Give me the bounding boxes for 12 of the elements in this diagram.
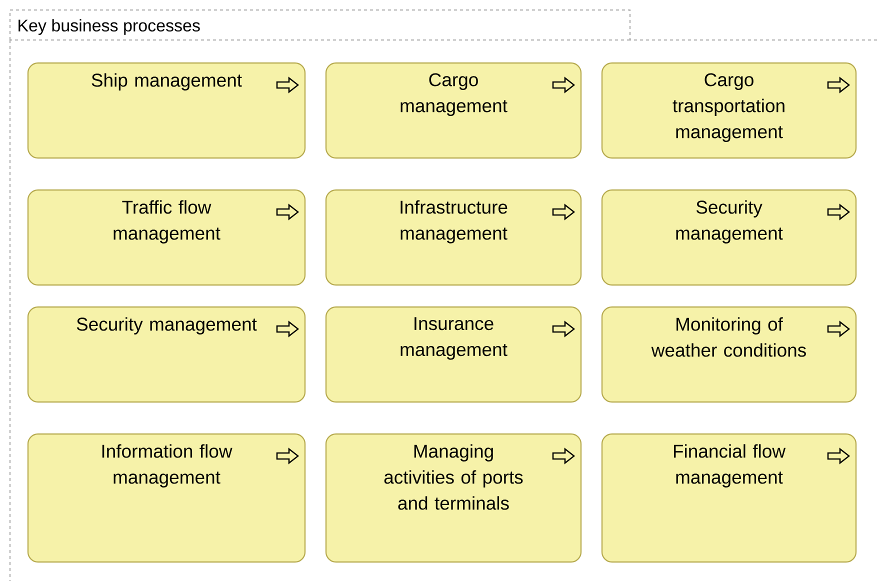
- process-box: Managing activities of ports and terminals: [325, 433, 582, 563]
- process-box: Security management: [27, 306, 306, 403]
- process-box: Traffic flow management: [27, 189, 306, 286]
- process-box: Monitoring of weather conditions: [601, 306, 857, 403]
- process-box: Security management: [601, 189, 857, 286]
- process-box: Information flow management: [27, 433, 306, 563]
- process-box: Insurance management: [325, 306, 582, 403]
- process-box: Infrastructure management: [325, 189, 582, 286]
- process-box: Cargo management: [325, 62, 582, 159]
- process-box: Cargo transportation management: [601, 62, 857, 159]
- process-box: Ship management: [27, 62, 306, 159]
- process-box: Financial flow management: [601, 433, 857, 563]
